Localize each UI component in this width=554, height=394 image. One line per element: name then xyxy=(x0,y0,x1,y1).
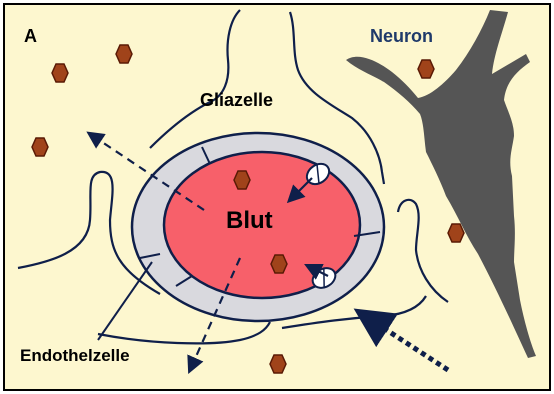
hexagon-particle-icon xyxy=(448,224,464,242)
hexagon-particle-icon xyxy=(270,355,286,373)
hexagon-particle-icon xyxy=(32,138,48,156)
hexagon-particle-icon xyxy=(418,60,434,78)
neuron-label: Neuron xyxy=(370,26,433,46)
blut-label: Blut xyxy=(226,207,273,234)
hexagon-particle-icon xyxy=(234,171,250,189)
gliazelle-label: Gliazelle xyxy=(200,90,273,110)
panel-label: A xyxy=(24,26,37,46)
hexagon-particle-icon xyxy=(52,64,68,82)
endothelzelle-label: Endothelzelle xyxy=(20,346,130,365)
hexagon-particle-icon xyxy=(271,255,287,273)
hexagon-particle-icon xyxy=(116,45,132,63)
